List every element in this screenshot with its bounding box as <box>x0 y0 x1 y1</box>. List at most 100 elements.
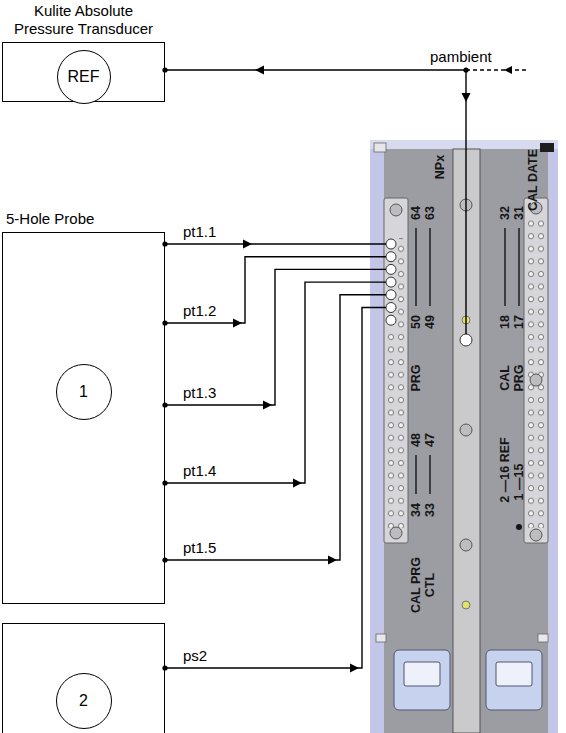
transducer-box: Kulite Absolute Pressure TransducerREF <box>2 42 165 102</box>
module-part <box>548 140 558 733</box>
module-part <box>504 66 512 74</box>
pin-label: CAL PRG <box>409 557 423 613</box>
module-part <box>462 601 470 609</box>
wire-path <box>165 308 386 669</box>
pressure-line <box>162 295 386 565</box>
module-part <box>460 539 472 551</box>
pressure-label: pt1.3 <box>181 384 218 401</box>
module-part <box>386 264 396 274</box>
static-probe-box: 2 <box>2 623 165 733</box>
probe-box: 5-Hole Probe1 <box>2 232 165 604</box>
module-part <box>370 140 384 733</box>
scanner-module-body <box>370 140 558 733</box>
pressure-label: ps2 <box>181 647 209 664</box>
module-part <box>376 634 386 642</box>
module-part <box>386 332 406 528</box>
pin-label: 33 <box>423 503 437 517</box>
arrow-head <box>243 240 252 249</box>
node-heading: Kulite Absolute Pressure Transducer <box>3 2 164 38</box>
module-part <box>538 634 548 642</box>
pin-label: 64 <box>409 206 423 220</box>
arrow-head <box>233 319 242 328</box>
pin-label: CAL <box>498 365 512 391</box>
pressure-label: pt1.2 <box>181 302 218 319</box>
pressure-ports <box>386 239 396 325</box>
module-name: NPx <box>433 155 447 179</box>
module-part <box>429 228 430 306</box>
module-part <box>394 650 450 710</box>
usb-sockets <box>376 634 548 710</box>
pin-label: PRG <box>409 364 423 391</box>
pressure-line <box>162 240 386 249</box>
arrow-head <box>293 479 302 488</box>
module-part <box>504 228 505 306</box>
module-part <box>386 239 396 249</box>
module-part <box>429 455 430 494</box>
module-part <box>370 140 558 149</box>
callout-circle: 2 <box>56 673 112 729</box>
node-heading: 5-Hole Probe <box>3 210 164 228</box>
module-part <box>530 529 542 541</box>
wire-path <box>165 269 386 405</box>
pressure-label: pambient <box>428 48 494 65</box>
pressure-label: pt1.4 <box>181 462 218 479</box>
pin-label: 17 <box>512 315 526 329</box>
wire-dot <box>162 241 167 246</box>
module-part <box>386 277 396 287</box>
pin-one-dot <box>516 524 522 530</box>
arrow-head <box>255 66 264 75</box>
module-part <box>415 228 416 306</box>
pressure-line <box>162 269 386 409</box>
module-part <box>518 228 519 306</box>
wire-dot <box>463 67 468 72</box>
wire-dot <box>162 557 167 562</box>
pin-label: 1 —15 <box>512 464 526 501</box>
pin-label: 49 <box>423 315 437 329</box>
module-part <box>386 303 396 313</box>
module-part <box>540 143 554 152</box>
pin-label: 47 <box>423 433 437 447</box>
wire-dot <box>162 480 167 485</box>
pressure-line <box>162 308 386 673</box>
module-part <box>530 374 542 386</box>
module-part <box>384 198 408 543</box>
arrow-head <box>263 401 272 410</box>
module-part <box>496 662 532 686</box>
wire-path <box>165 295 386 560</box>
module-part <box>486 650 542 710</box>
arrow-head <box>462 93 471 102</box>
scanner-module: NPx <box>370 140 558 733</box>
module-part <box>390 527 402 539</box>
pin-label: 2 —16 REF <box>498 437 512 502</box>
pin-label: 32 <box>498 206 512 220</box>
wire-dot <box>162 402 167 407</box>
module-part <box>524 198 548 543</box>
pin-label: 48 <box>409 433 423 447</box>
module-part <box>386 252 396 262</box>
pressure-line <box>162 66 470 335</box>
pin-label: 34 <box>409 503 423 517</box>
module-part <box>460 424 472 436</box>
module-part <box>415 455 416 494</box>
pin-label: CAL DATE <box>526 149 540 211</box>
pin-label: 31 <box>512 206 526 220</box>
callout-circle: REF <box>57 50 111 104</box>
pin-label: 50 <box>409 315 423 329</box>
wire-dot <box>162 320 167 325</box>
module-part <box>466 69 526 70</box>
module-part <box>386 315 396 325</box>
wire-path <box>165 282 386 483</box>
wire-dot <box>162 67 167 72</box>
arrow-head <box>328 556 337 565</box>
module-part <box>404 662 440 686</box>
module-part <box>526 218 546 528</box>
pin-label: 63 <box>423 206 437 220</box>
pin-label: 18 <box>498 315 512 329</box>
arrow-head <box>350 664 359 673</box>
module-part <box>460 334 472 346</box>
pressure-label: pt1.1 <box>181 223 218 240</box>
module-part <box>390 204 402 216</box>
callout-circle: 1 <box>56 364 112 420</box>
